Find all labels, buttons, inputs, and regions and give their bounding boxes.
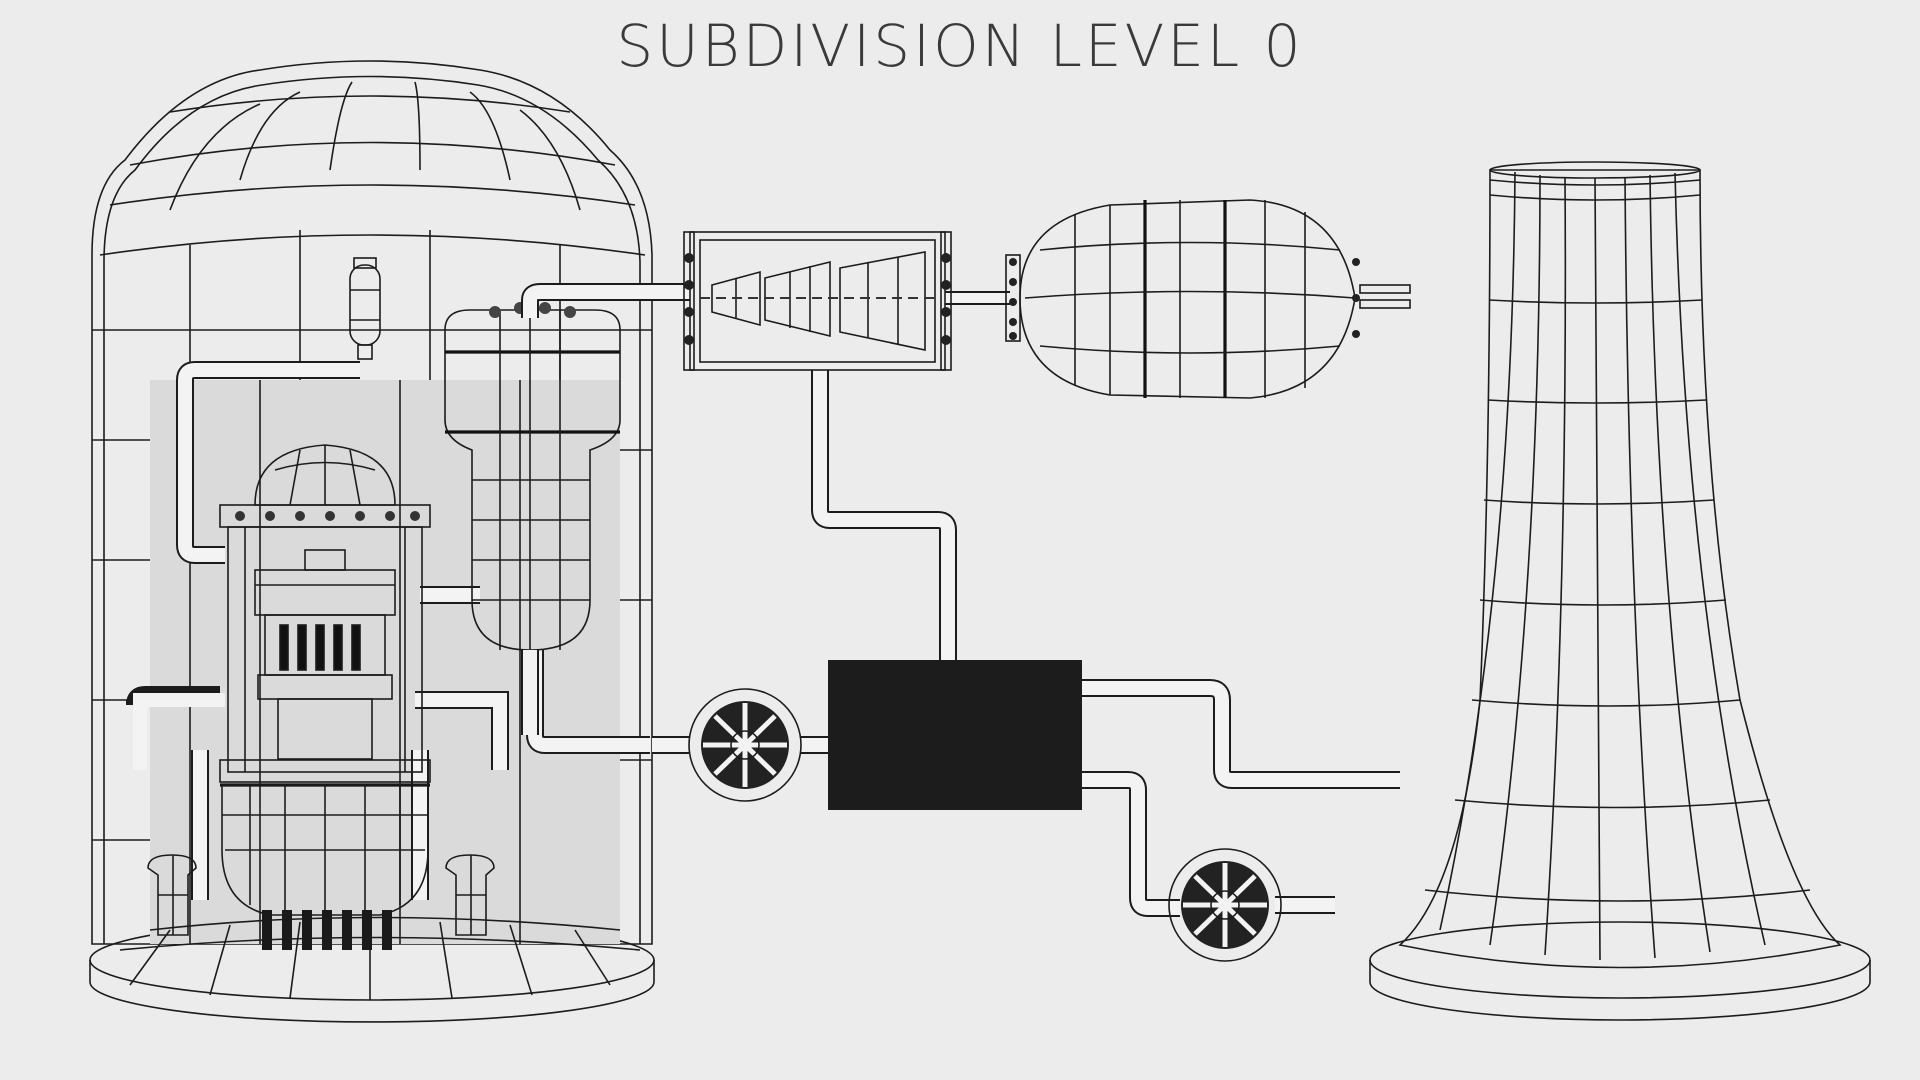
primary-piping xyxy=(126,361,650,900)
secondary-piping xyxy=(521,283,1400,917)
render-title: SUBDIVISION LEVEL 0 xyxy=(616,12,1304,80)
circulation-pump xyxy=(1168,848,1282,962)
containment-dome xyxy=(91,60,653,945)
cooling-tower xyxy=(1369,161,1871,1021)
containment-building xyxy=(89,60,655,1023)
steam-turbine xyxy=(683,231,952,371)
coolant-pump-left xyxy=(147,854,197,936)
condenser xyxy=(828,660,1082,810)
feed-pump xyxy=(688,688,802,802)
floor-grid xyxy=(119,916,641,1000)
coolant-pump-right xyxy=(445,854,495,936)
pressurizer-small xyxy=(349,257,381,360)
electric-generator xyxy=(1005,199,1411,399)
steam-generator xyxy=(444,302,621,735)
reactor-vessel xyxy=(219,444,431,950)
